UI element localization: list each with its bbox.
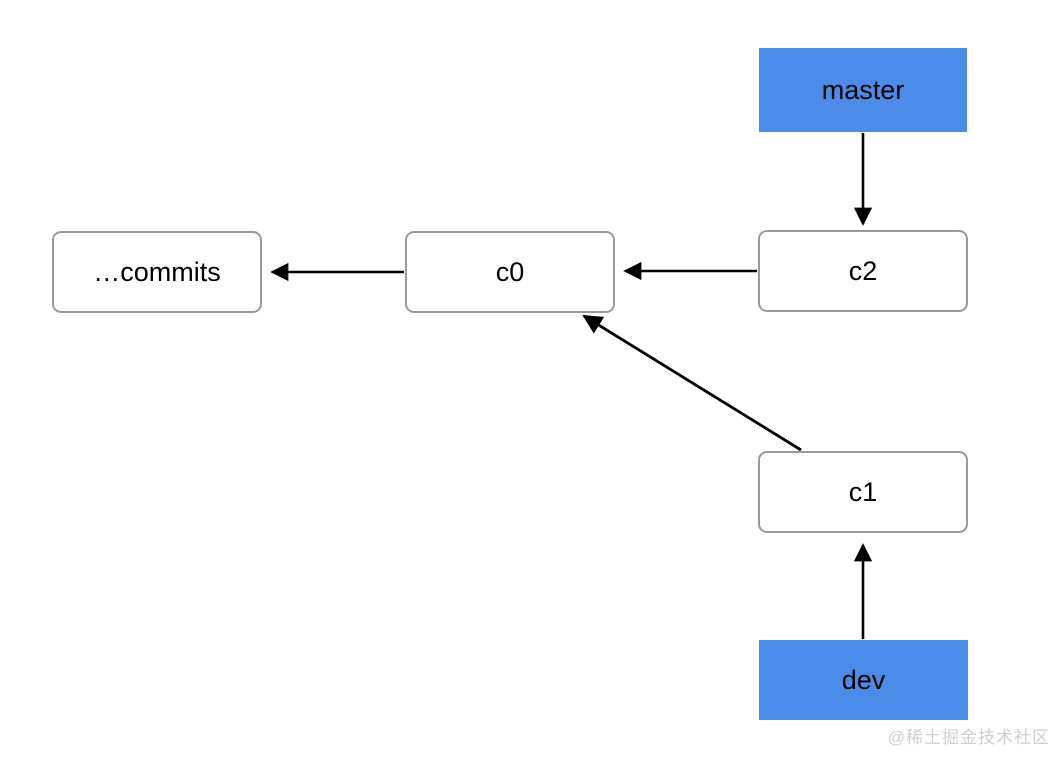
commit-node-c2-label: c2 xyxy=(848,255,878,286)
edge-c1-to-c0 xyxy=(582,314,802,452)
commit-node-commits[interactable]: …commits xyxy=(52,231,262,313)
branch-node-master-label: master xyxy=(821,74,905,105)
commit-node-c0-label: c0 xyxy=(495,256,525,287)
branch-node-dev-label: dev xyxy=(841,664,886,695)
commit-node-c1[interactable]: c1 xyxy=(758,451,968,533)
commit-node-c0[interactable]: c0 xyxy=(405,231,615,313)
branch-node-master[interactable]: master xyxy=(759,48,967,132)
watermark: @稀土掘金技术社区 xyxy=(887,728,1050,747)
commit-node-commits-label: …commits xyxy=(93,256,221,287)
commit-node-c2[interactable]: c2 xyxy=(758,230,968,312)
commit-node-c1-label: c1 xyxy=(848,476,878,507)
branch-node-dev[interactable]: dev xyxy=(759,640,968,720)
